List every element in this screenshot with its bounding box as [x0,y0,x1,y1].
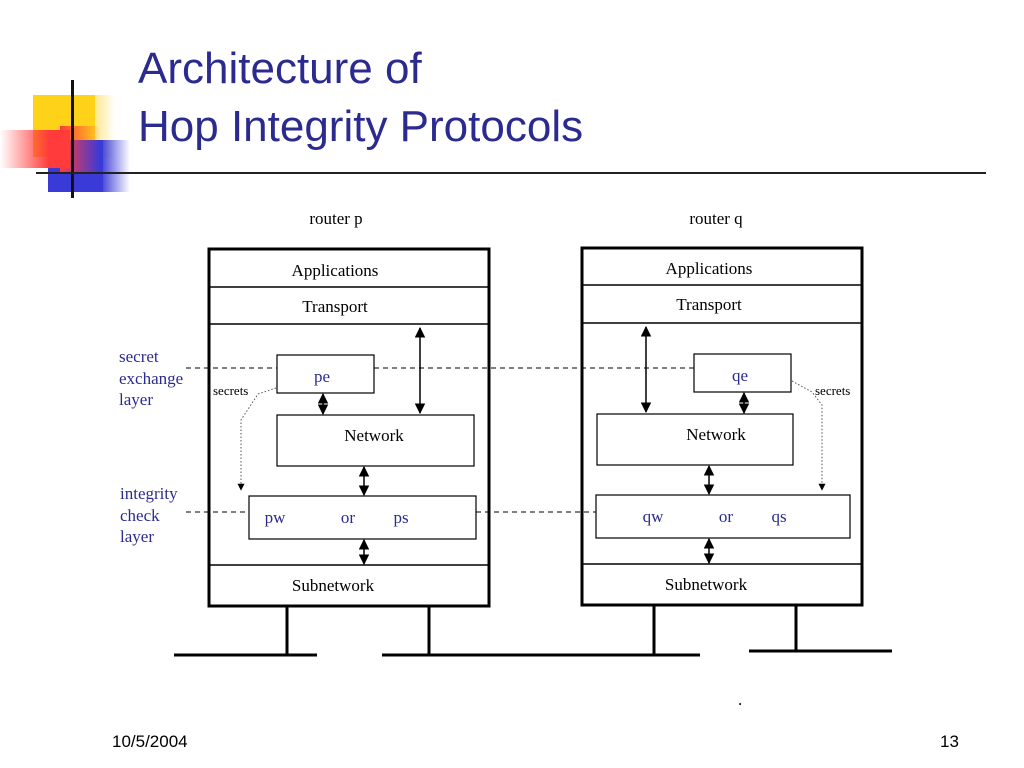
footer-date: 10/5/2004 [112,732,188,751]
router-p-pw-label: pw [265,508,287,527]
decor-vertical-line [71,80,74,198]
router-q-or-label: or [719,507,734,526]
router-q-frame [580,246,864,607]
router-p-secrets-path [237,387,277,491]
title-line-2: Hop Integrity Protocols [138,102,584,151]
router-p-or-label: or [341,508,356,527]
secret-exchange-label-2: exchange [119,369,183,388]
router-p-pe-label: pe [314,367,330,386]
secret-exchange-label-3: layer [119,390,153,409]
title-line-1: Architecture of [138,44,422,93]
router-q-applications: Applications [666,259,753,278]
router-q-qe-label: qe [732,366,748,385]
router-p-ps-label: ps [393,508,408,527]
stray-dot: . [738,690,742,709]
router-p-frame [207,247,491,608]
router-p: Applications Transport pe Network pw or … [207,247,491,608]
router-p-subnetwork: Subnetwork [292,576,375,595]
router-p-applications: Applications [292,261,379,280]
router-p-network-box [276,414,475,467]
router-q-secrets-path [791,380,826,491]
router-p-transport: Transport [302,297,368,316]
router-q-secrets-label: secrets [815,383,850,398]
integrity-check-label-3: layer [120,527,154,546]
router-q-network-label: Network [686,425,746,444]
router-q-subnetwork: Subnetwork [665,575,748,594]
router-q-qw-label: qw [643,507,665,526]
router-q-transport: Transport [676,295,742,314]
decor-blue-fade [100,140,130,192]
decor-red-fade [60,126,100,172]
integrity-check-label-1: integrity [120,484,178,503]
page-title: Architecture of Hop Integrity Protocols [138,40,583,156]
router-q-label: router q [689,209,743,228]
secret-exchange-label-1: secret [119,347,159,366]
router-p-secrets-label: secrets [213,383,248,398]
router-q-qe-box [693,353,792,393]
router-q-integrity-box [595,494,851,539]
router-q-qs-label: qs [771,507,786,526]
router-p-integrity-box [248,495,477,540]
integrity-check-label-2: check [120,506,160,525]
router-p-pe-box [276,354,375,394]
router-q: Applications Transport qe Network qw or … [580,246,864,607]
title-underline [36,172,986,174]
router-p-network-label: Network [344,426,404,445]
decor-red-bar [0,130,70,168]
router-p-label: router p [309,209,362,228]
page-number: 13 [940,732,959,751]
router-q-network-box [596,413,794,466]
